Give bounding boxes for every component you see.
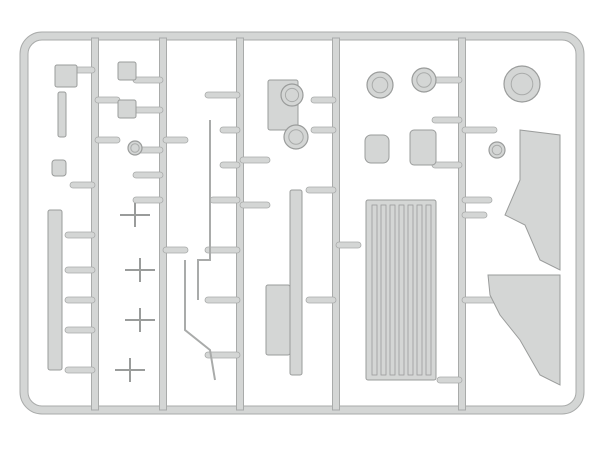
gear-part-inner xyxy=(284,87,300,103)
gate xyxy=(132,106,164,114)
gate xyxy=(132,76,164,84)
gate xyxy=(69,181,96,189)
gate xyxy=(305,296,337,304)
plate-part xyxy=(117,99,137,119)
gate xyxy=(162,136,189,144)
valve-part-inner xyxy=(491,144,503,156)
gate xyxy=(239,156,271,164)
strip-part xyxy=(57,91,67,138)
cover-part xyxy=(409,129,437,166)
grille-bar xyxy=(425,204,432,376)
valve-part xyxy=(488,141,506,159)
drum-part-inner xyxy=(371,76,389,94)
gate xyxy=(461,211,488,219)
gate xyxy=(162,246,189,254)
vertical-runner xyxy=(91,37,99,411)
gate xyxy=(132,171,164,179)
gate xyxy=(64,266,96,274)
gate xyxy=(204,351,241,359)
rod-part xyxy=(184,260,216,381)
gate xyxy=(209,196,241,204)
gate xyxy=(94,96,121,104)
sprue-frame xyxy=(20,32,584,414)
mount-part xyxy=(51,159,67,177)
gate xyxy=(310,126,337,134)
gate xyxy=(219,161,241,169)
vertical-runner xyxy=(236,37,244,411)
grille-bar xyxy=(371,204,378,376)
gate xyxy=(436,376,463,384)
drum-part-inner xyxy=(416,72,432,88)
grille-frame xyxy=(365,199,437,381)
gate xyxy=(204,91,241,99)
gate xyxy=(461,196,493,204)
vertical-runner xyxy=(458,37,466,411)
grille-bar xyxy=(380,204,387,376)
cover-part xyxy=(364,134,390,164)
gate xyxy=(132,196,164,204)
bracket-casting xyxy=(504,129,561,271)
gear-part xyxy=(280,83,304,107)
gate xyxy=(335,241,362,249)
gate xyxy=(64,366,96,374)
grille-bar xyxy=(398,204,405,376)
vertical-runner xyxy=(332,37,340,411)
grille-bar xyxy=(416,204,423,376)
gear-part xyxy=(283,124,309,150)
wheel-part xyxy=(503,65,541,103)
grille-bar xyxy=(389,204,396,376)
gate xyxy=(94,136,121,144)
bracket-casting xyxy=(487,274,561,386)
gate xyxy=(64,326,96,334)
bracket-part xyxy=(54,64,78,88)
drum-part xyxy=(411,67,437,93)
gate xyxy=(431,161,463,169)
drum-part xyxy=(366,71,394,99)
gate xyxy=(461,126,498,134)
rail-part xyxy=(289,189,303,376)
gate xyxy=(219,126,241,134)
rod-part xyxy=(197,120,211,300)
gate xyxy=(64,231,96,239)
gate xyxy=(431,116,463,124)
gate xyxy=(239,201,271,209)
gear-part-inner xyxy=(288,129,304,145)
hub-part-inner xyxy=(130,143,140,153)
grille-bar xyxy=(407,204,414,376)
gate xyxy=(310,96,337,104)
gate xyxy=(204,246,241,254)
long-strip-part xyxy=(47,209,63,371)
vertical-runner xyxy=(159,37,167,411)
wheel-part-inner xyxy=(510,72,534,96)
panel-part xyxy=(265,284,291,356)
hub-part xyxy=(127,140,143,156)
plate-part xyxy=(117,61,137,81)
gate xyxy=(305,186,337,194)
gate xyxy=(204,296,241,304)
gate xyxy=(64,296,96,304)
